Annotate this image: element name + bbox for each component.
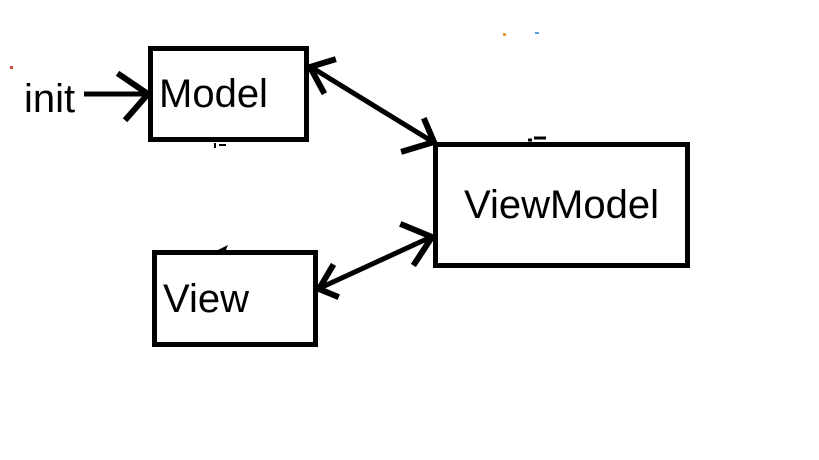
node-view: View — [152, 250, 318, 347]
arrow-view-viewmodel — [314, 221, 437, 300]
speck-red — [10, 66, 13, 69]
node-model-label: Model — [159, 72, 268, 116]
arrow-init-to-model — [84, 70, 153, 123]
arrowhead-into-model-right — [305, 56, 337, 96]
node-viewmodel-label: ViewModel — [464, 183, 659, 227]
speck-blue — [535, 32, 539, 34]
arrow-view-viewmodel-line — [318, 234, 433, 291]
node-view-label: View — [163, 276, 249, 321]
arrowhead-into-viewmodel-bottom — [399, 221, 437, 268]
dash-above-viewmodel-box — [528, 136, 546, 142]
arrowhead-into-view — [314, 262, 340, 300]
node-viewmodel: ViewModel — [433, 142, 690, 268]
arrow-model-viewmodel — [305, 56, 439, 155]
speck-orange — [503, 33, 506, 36]
arrow-model-viewmodel-line — [309, 64, 435, 145]
init-label: init — [24, 77, 76, 121]
node-model: Model — [148, 46, 309, 142]
tick-below-model-box — [214, 143, 226, 148]
